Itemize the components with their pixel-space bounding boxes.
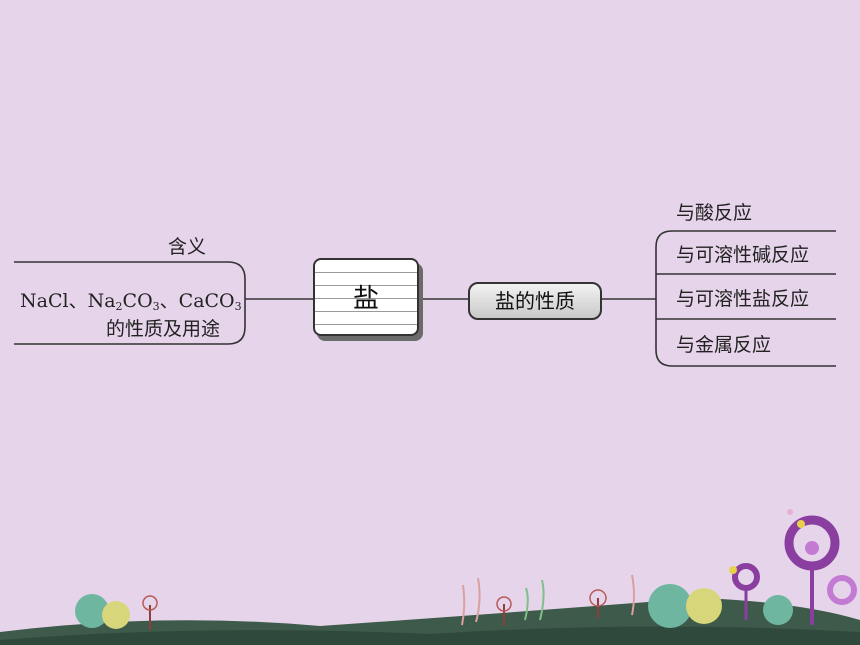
spiral-tree-icon (827, 575, 857, 605)
tree-icon (589, 589, 607, 607)
dot-icon (787, 509, 793, 515)
property-item: 与金属反应 (676, 334, 772, 356)
salt-properties-node: 盐的性质 (468, 282, 602, 320)
grass-icon (631, 574, 635, 616)
formula-subscript: 3 (234, 300, 242, 313)
tree-icon (75, 594, 109, 628)
tree-icon (142, 595, 158, 611)
formula-part: NaCl、Na (20, 290, 116, 312)
grass-icon (461, 584, 466, 626)
bush-icon (763, 595, 793, 625)
formula-part: CO (122, 290, 153, 312)
grass-icon (539, 579, 545, 621)
dot-icon (797, 520, 805, 528)
formula-subscript: 3 (152, 300, 160, 313)
left-bracket (14, 261, 246, 345)
dot-icon (729, 566, 737, 574)
right-bracket (655, 230, 836, 367)
ground-highlight (0, 626, 860, 645)
property-item: 与可溶性碱反应 (676, 244, 810, 266)
bush-icon (686, 588, 722, 624)
center-topic-box: 盐 (313, 258, 419, 336)
tree-icon (496, 596, 512, 612)
properties-uses-label: 的性质及用途 (106, 318, 221, 340)
grass-icon (475, 577, 481, 623)
salts-formula-line: NaCl、Na2CO3、CaCO3 (20, 290, 242, 313)
property-item: 与可溶性盐反应 (676, 288, 810, 310)
spiral-tree-icon (732, 563, 760, 591)
meaning-label: 含义 (168, 236, 207, 258)
tree-icon (102, 601, 130, 629)
bush-icon (648, 584, 692, 628)
center-topic-label: 盐 (352, 284, 379, 314)
formula-part: 、CaCO (159, 290, 235, 312)
spiral-tree-icon (805, 541, 819, 555)
formula-subscript: 2 (115, 300, 123, 313)
grass-icon (524, 587, 529, 621)
property-item: 与酸反应 (676, 202, 753, 224)
